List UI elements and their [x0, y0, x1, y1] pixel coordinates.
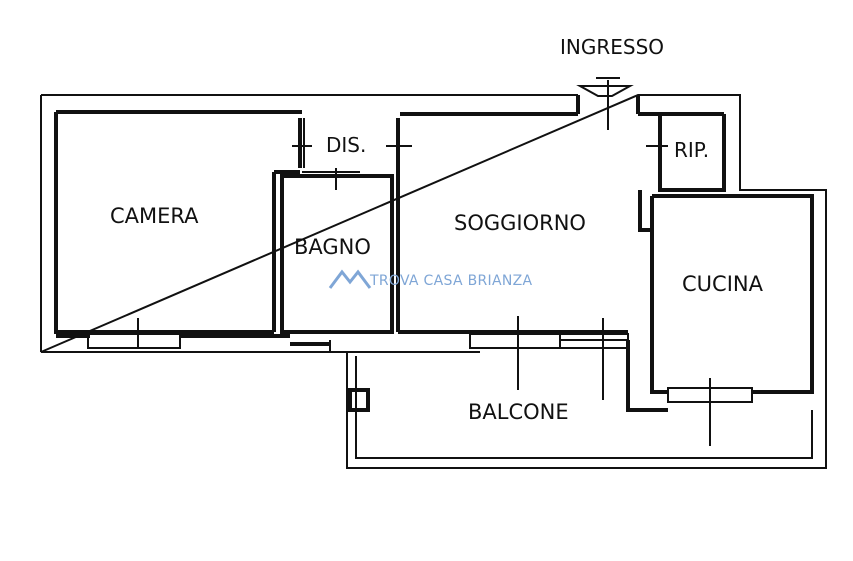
balcone-outline [348, 356, 813, 459]
outer-walls [40, 94, 827, 469]
room-label-dis: DIS. [326, 133, 366, 157]
ingresso-door-marker [576, 77, 640, 130]
watermark-logo: TROVA CASA BRIANZA [328, 269, 532, 289]
dis-door-marks [292, 118, 412, 170]
soggiorno-walls [56, 316, 629, 400]
camera-room-walls [272, 118, 302, 332]
room-label-soggiorno: SOGGIORNO [454, 211, 586, 235]
room-label-balcone: BALCONE [468, 400, 569, 424]
cucina-walls [626, 194, 814, 446]
room-label-cucina: CUCINA [682, 272, 764, 296]
room-label-camera: CAMERA [110, 204, 199, 228]
room-label-rip: RIP. [674, 138, 709, 162]
rip-walls [638, 112, 726, 232]
room-label-ingresso: INGRESSO [560, 35, 664, 59]
watermark-text: TROVA CASA BRIANZA [369, 273, 532, 289]
room-label-bagno: BAGNO [294, 235, 371, 259]
